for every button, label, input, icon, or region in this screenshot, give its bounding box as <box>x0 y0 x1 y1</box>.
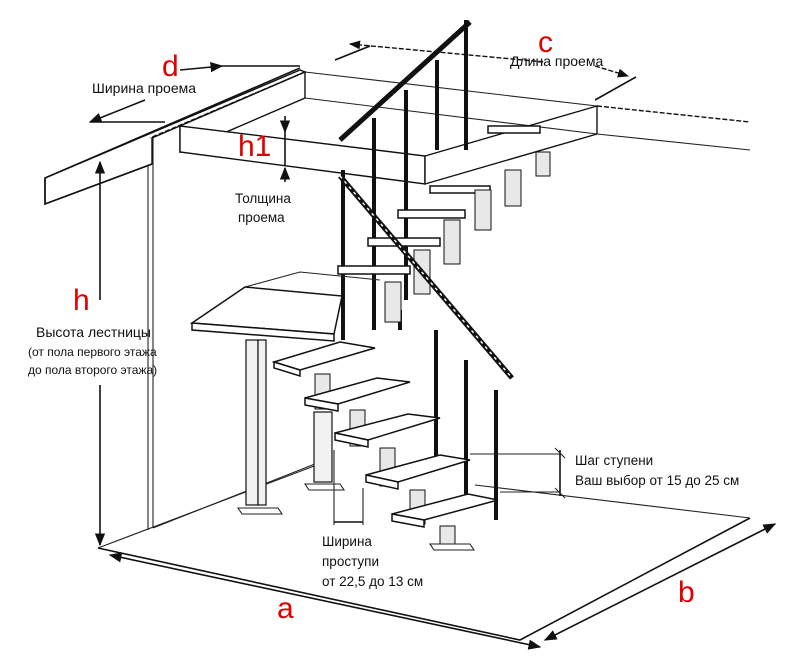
dimension-d-lines <box>88 61 300 123</box>
dimension-c-lines <box>334 40 637 101</box>
upper-slab <box>44 67 751 206</box>
letter-h: h <box>73 284 90 317</box>
letter-b: b <box>678 576 695 609</box>
label-stair-height: Высота лестницы <box>36 324 151 340</box>
label-step-height-range: Ваш выбор от 15 до 25 см <box>575 473 740 488</box>
label-opening-thickness-2: проема <box>238 210 285 225</box>
label-stair-height-note-1: (от пола первого этажа <box>28 345 157 359</box>
letter-h1: h1 <box>238 130 272 163</box>
label-stair-height-note-2: до пола второго этажа) <box>28 363 158 377</box>
label-tread-width-2: проступи <box>322 554 380 569</box>
dimension-a-b-lines <box>108 523 777 650</box>
balusters <box>341 20 498 520</box>
lower-steps <box>271 341 499 551</box>
left-wall <box>147 136 331 530</box>
label-opening-thickness-1: Толщина <box>235 191 291 206</box>
label-opening-length: Длина проема <box>510 53 604 69</box>
tread-width-dimension <box>333 450 364 525</box>
landing <box>189 271 381 515</box>
upper-steps <box>337 125 551 323</box>
step-height-dimension <box>470 447 566 499</box>
label-step-height: Шаг ступени <box>575 453 654 468</box>
label-tread-width-1: Ширина <box>322 534 372 549</box>
label-opening-width: Ширина проема <box>92 80 197 96</box>
label-tread-width-range: от 22,5 до 13 см <box>322 574 424 589</box>
letter-a: a <box>277 592 294 625</box>
letter-d: d <box>162 50 179 83</box>
upper-handrail <box>338 20 472 142</box>
letter-c: c <box>538 26 553 59</box>
